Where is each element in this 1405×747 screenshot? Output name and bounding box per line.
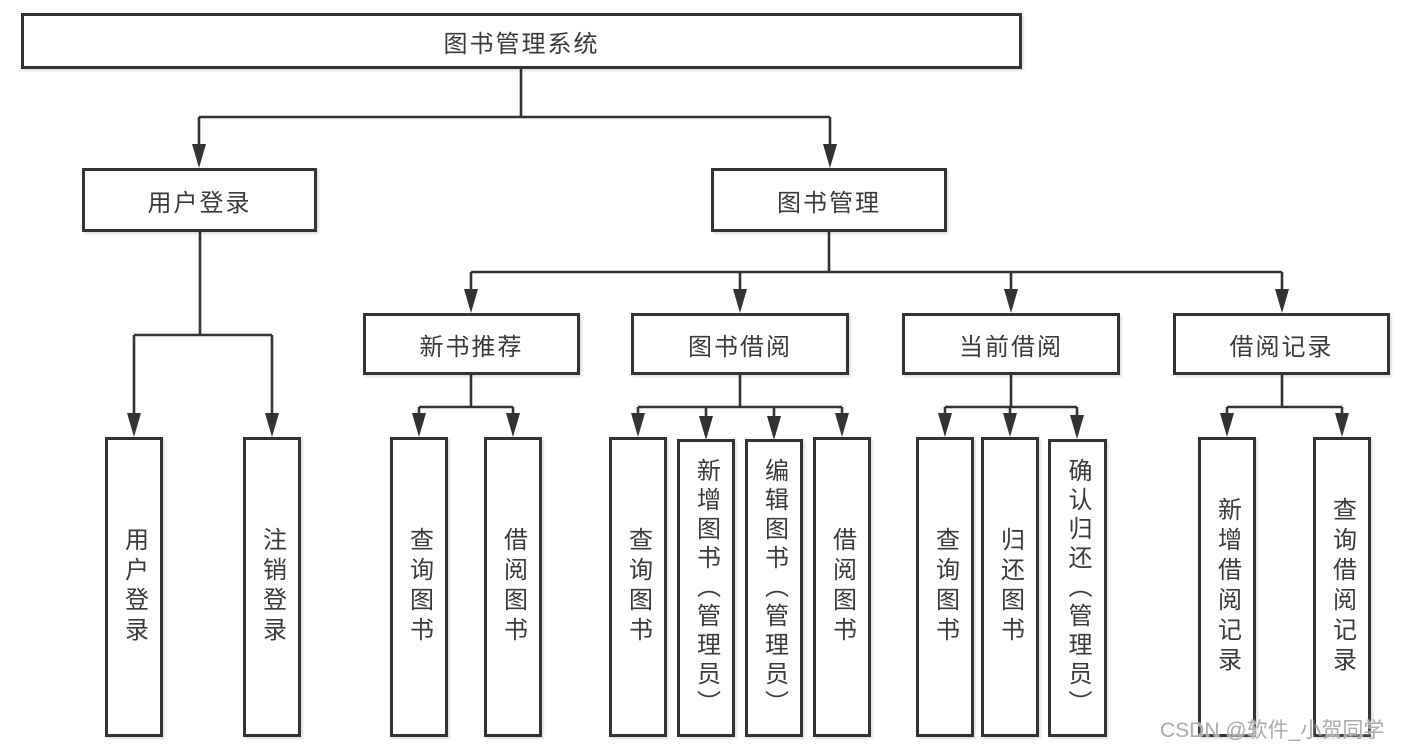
leaf-query-books-recommend-label: 查询图书 (405, 527, 433, 647)
leaf-confirm-return-admin: 确认归还（管理员） (1048, 439, 1107, 737)
leaf-add-borrow-record-label: 新增借阅记录 (1213, 497, 1241, 677)
node-book-borrowing-label: 图书借阅 (688, 333, 792, 361)
leaf-query-books-current: 查询图书 (916, 437, 974, 737)
leaf-return-books-label: 归还图书 (996, 527, 1024, 647)
leaf-logout-login-label: 注销登录 (258, 527, 286, 647)
node-user-login-label: 用户登录 (147, 189, 252, 217)
node-book-borrowing: 图书借阅 (631, 313, 849, 375)
leaf-query-books-borrowing-label: 查询图书 (624, 527, 652, 647)
node-library-system-label: 图书管理系统 (443, 30, 600, 58)
leaf-add-books-admin: 新增图书（管理员） (677, 439, 735, 737)
leaf-borrow-books-recommend: 借阅图书 (484, 437, 542, 737)
node-book-management: 图书管理 (711, 168, 947, 232)
leaf-add-borrow-record: 新增借阅记录 (1198, 437, 1256, 737)
node-current-borrowing-label: 当前借阅 (959, 333, 1063, 361)
node-borrow-records-label: 借阅记录 (1229, 333, 1334, 361)
leaf-edit-books-admin: 编辑图书（管理员） (745, 439, 803, 737)
node-library-system: 图书管理系统 (21, 13, 1022, 69)
leaf-return-books: 归还图书 (981, 437, 1039, 737)
node-current-borrowing: 当前借阅 (902, 313, 1120, 375)
leaf-user-login-label: 用户登录 (120, 527, 148, 647)
leaf-query-books-recommend: 查询图书 (390, 437, 448, 737)
leaf-query-books-borrowing: 查询图书 (609, 437, 667, 737)
leaf-borrow-books-borrowing-label: 借阅图书 (828, 527, 856, 647)
node-new-book-recommend: 新书推荐 (363, 313, 580, 375)
leaf-confirm-return-admin-label: 确认归还（管理员） (1064, 457, 1091, 719)
node-borrow-records: 借阅记录 (1173, 313, 1390, 375)
csdn-watermark: CSDN @软件_小贺同学 (1160, 719, 1385, 742)
leaf-query-borrow-record: 查询借阅记录 (1313, 437, 1371, 737)
leaf-user-login: 用户登录 (105, 437, 163, 737)
node-new-book-recommend-label: 新书推荐 (419, 333, 524, 361)
node-user-login: 用户登录 (82, 168, 317, 232)
leaf-query-borrow-record-label: 查询借阅记录 (1328, 497, 1356, 677)
leaf-borrow-books-borrowing: 借阅图书 (813, 437, 871, 737)
leaf-add-books-admin-label: 新增图书（管理员） (692, 457, 720, 719)
leaf-query-books-current-label: 查询图书 (931, 527, 959, 647)
leaf-edit-books-admin-label: 编辑图书（管理员） (760, 457, 788, 719)
leaf-borrow-books-recommend-label: 借阅图书 (499, 527, 527, 647)
leaf-logout-login: 注销登录 (243, 437, 301, 737)
node-book-management-label: 图书管理 (777, 189, 881, 217)
